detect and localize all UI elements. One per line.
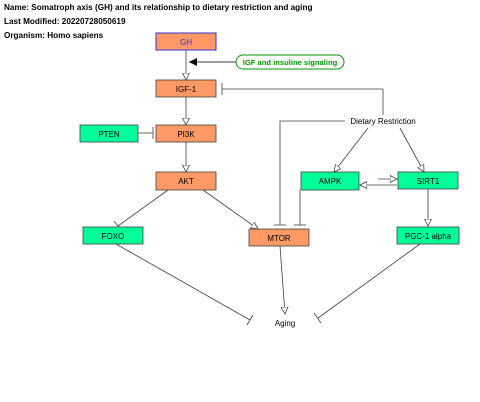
svg-text:AKT: AKT [178,177,194,186]
node-igf1[interactable]: IGF-1 [155,79,217,98]
svg-text:Aging: Aging [275,319,295,328]
edge-akt-mtor [202,189,258,229]
node-aging[interactable]: Aging [275,319,295,328]
svg-text:GH: GH [180,38,192,47]
edge-dr-mtor [279,120,345,225]
pathway-name: Name: Somatroph axis (GH) and its relati… [4,3,313,12]
svg-text:MTOR: MTOR [267,234,291,243]
svg-text:PI3K: PI3K [177,130,195,139]
edge-dr-ampk [334,127,369,172]
node-pi3k[interactable]: PI3K [155,124,217,143]
svg-text:IGF and insuline signaling: IGF and insuline signaling [243,58,338,67]
edge-mtor-aging [279,245,285,314]
svg-text:Dietary Restriction: Dietary Restriction [350,117,415,126]
edge-akt-foxo [117,189,169,227]
organism: Organism: Homo sapiens [4,31,104,40]
node-pgc1a[interactable]: PGC-1 alpha [396,226,460,245]
svg-text:AMPK: AMPK [319,177,342,186]
node-dietary-restriction[interactable]: Dietary Restriction [350,117,415,126]
node-foxo[interactable]: FOXO [82,226,144,245]
node-pten[interactable]: PTEN [79,124,139,143]
edge-pgc1a-aging [317,243,421,319]
node-akt[interactable]: AKT [155,171,217,191]
node-mtor[interactable]: MTOR [248,228,310,247]
edge-foxo-aging [115,243,251,321]
svg-text:PGC-1 alpha: PGC-1 alpha [405,232,452,241]
last-modified: Last Modified: 20220728050619 [4,17,126,26]
node-igf-signaling[interactable]: IGF and insuline signaling [235,54,345,70]
svg-text:SIRT1: SIRT1 [417,177,440,186]
edge-dr-igf1 [222,88,384,115]
edge-dr-sirt1 [399,127,424,172]
node-ampk[interactable]: AMPK [300,171,360,191]
svg-text:PTEN: PTEN [98,130,120,139]
svg-text:IGF-1: IGF-1 [176,85,197,94]
svg-text:FOXO: FOXO [102,232,125,241]
node-sirt1[interactable]: SIRT1 [397,171,459,190]
node-gh[interactable]: GH [155,32,217,51]
